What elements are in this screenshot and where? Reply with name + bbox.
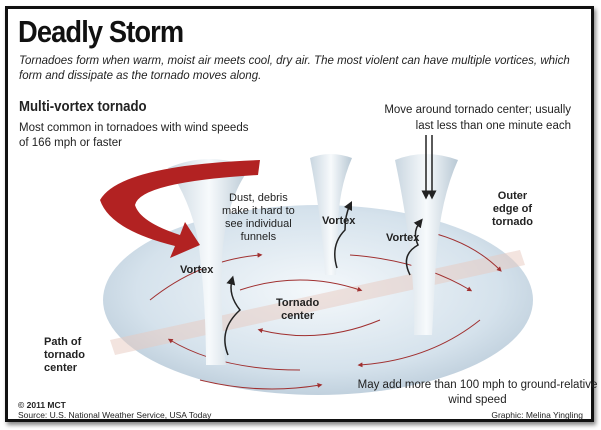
label-ground-speed: May add more than 100 mph to ground-rela… [340, 378, 601, 408]
label-line: tornado [44, 349, 85, 361]
funnel-left [168, 159, 250, 365]
label-tornado-center: Tornado center [276, 297, 319, 323]
label-vortex-left: Vortex [180, 264, 214, 276]
label-line: make it hard to [222, 205, 295, 217]
label-vortex-middle: Vortex [322, 215, 356, 227]
label-line: Outer [497, 190, 528, 202]
label-line: center [44, 362, 78, 374]
label-line: May add more than 100 mph to ground-rela… [357, 379, 598, 391]
label-line: wind speed [448, 394, 507, 406]
label-line: Tornado [276, 297, 320, 309]
funnel-middle [310, 154, 352, 275]
label-vortex-right: Vortex [386, 232, 420, 244]
label-line: see individual [225, 218, 292, 230]
label-line: tornado [492, 216, 533, 228]
label-path: Path of tornado center [44, 336, 85, 375]
label-line: Path of [44, 336, 82, 348]
label-line: last less than one minute each [415, 120, 571, 132]
label-dust: Dust, debris make it hard to see individ… [222, 192, 295, 244]
label-move-around: Move around tornado center; usually last… [384, 102, 571, 134]
label-outer-edge: Outer edge of tornado [492, 190, 533, 229]
desc-line: of 166 mph or faster [19, 137, 122, 149]
rotation-arrow [100, 160, 260, 258]
section-title: Multi-vortex tornado [19, 98, 147, 115]
label-line: funnels [240, 231, 277, 243]
page-title: Deadly Storm [18, 14, 184, 49]
label-line: center [281, 310, 315, 322]
section-description: Most common in tornadoes with wind speed… [19, 121, 248, 151]
label-line: Dust, debris [229, 192, 288, 204]
source: Source: U.S. National Weather Service, U… [18, 410, 212, 420]
subtitle: Tornadoes form when warm, moist air meet… [19, 55, 570, 82]
desc-line: Most common in tornadoes with wind speed… [19, 122, 249, 134]
callout-arrows [224, 135, 437, 356]
graphic-credit: Graphic: Melina Yingling [491, 410, 583, 420]
funnel-right [395, 154, 458, 335]
label-line: Move around tornado center; usually [384, 104, 571, 116]
copyright: © 2011 MCT [18, 400, 66, 410]
label-line: edge of [492, 203, 533, 215]
